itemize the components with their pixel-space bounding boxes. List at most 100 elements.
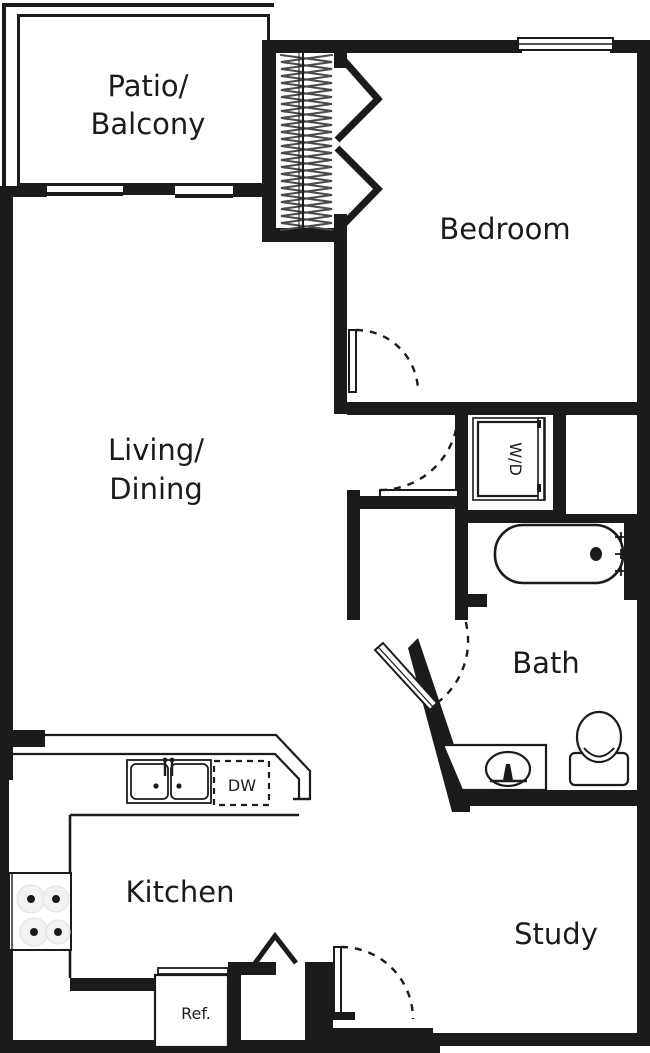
entry-closet-wall-left bbox=[228, 962, 241, 1053]
kitchen-room: DW Ref. Kitc bbox=[8, 730, 323, 1053]
drapery-zigzag-b bbox=[279, 53, 334, 232]
exterior-wall-top-right bbox=[610, 40, 650, 53]
bedroom-closet-doors[interactable] bbox=[334, 53, 383, 231]
slider-sill-bottom bbox=[262, 228, 334, 242]
patio-inner-rail-left bbox=[17, 14, 20, 186]
coat-closet-chevron bbox=[250, 931, 298, 968]
exterior-wall-left-range bbox=[0, 868, 9, 936]
patio-inner-rail-top bbox=[17, 14, 270, 17]
bath-wall-left-upper bbox=[455, 510, 468, 620]
closet-chevron-lower bbox=[334, 145, 383, 231]
bedroom-window bbox=[517, 37, 614, 51]
kitchen-counter-edge-inner bbox=[13, 752, 301, 799]
kitchen-sink-faucet bbox=[163, 762, 174, 776]
patio-railing-bar-right bbox=[175, 194, 233, 198]
slider-jamb-left bbox=[262, 40, 276, 240]
living-dining-label-line2: Dining bbox=[109, 472, 203, 506]
kitchen-sink-handle-left bbox=[162, 757, 168, 763]
patio-railing-bar-left bbox=[47, 192, 123, 196]
kitchen-sink-handle-right bbox=[169, 757, 175, 763]
dishwasher: DW bbox=[212, 759, 271, 807]
kitchen-wall-lower-left bbox=[70, 978, 155, 991]
range-cooktop bbox=[8, 872, 72, 951]
patio-label-line1: Patio/ bbox=[108, 69, 189, 103]
closet-jamb-top bbox=[334, 50, 347, 68]
laundry-door-hinge-top bbox=[537, 420, 541, 428]
burner-bottom-left-center bbox=[30, 928, 38, 936]
laundry-hall-door-panel bbox=[379, 489, 459, 498]
burner-top-right-center bbox=[52, 895, 60, 903]
kitchen-sink-drain-left bbox=[153, 783, 159, 789]
refrigerator: Ref. bbox=[153, 967, 230, 1049]
laundry-hall-door-swing-arc bbox=[379, 411, 460, 492]
bedroom-door-swing-arc bbox=[355, 328, 420, 393]
study-wall-bottom-step bbox=[333, 1028, 433, 1041]
bath-wall-stub bbox=[455, 594, 487, 607]
kitchen-wall-top-stub bbox=[13, 730, 45, 747]
study-door-threshold bbox=[333, 1012, 355, 1020]
exterior-wall-left-range-upper bbox=[0, 780, 9, 868]
study-label: Study bbox=[514, 917, 598, 951]
living-dining-label-line1: Living/ bbox=[108, 433, 204, 467]
bedroom-door-panel bbox=[348, 329, 357, 393]
kitchen-sink-basin-left bbox=[130, 763, 169, 800]
bedroom-label: Bedroom bbox=[439, 212, 570, 246]
bedroom-wall-bottom-left bbox=[347, 402, 462, 415]
study-door[interactable] bbox=[333, 945, 415, 1020]
entry-closet-wall-right bbox=[305, 962, 323, 1053]
refrigerator-label: Ref. bbox=[181, 1004, 211, 1023]
exterior-wall-right-bath bbox=[624, 520, 650, 600]
bath-door-panel-line bbox=[378, 647, 434, 708]
washer-dryer-outline bbox=[472, 417, 546, 501]
sliding-glass-door[interactable] bbox=[262, 40, 334, 242]
exterior-wall-right-lower bbox=[637, 595, 650, 1045]
bedroom-wall-left bbox=[334, 236, 347, 414]
patio-label-line2: Balcony bbox=[91, 107, 206, 141]
study-door-swing-arc bbox=[340, 945, 415, 1020]
exterior-wall-left-upper bbox=[0, 186, 13, 738]
bath-label: Bath bbox=[512, 646, 579, 680]
kitchen-label: Kitchen bbox=[126, 875, 235, 909]
laundry-hall-door[interactable] bbox=[347, 411, 467, 620]
entry-closet-wall-top-left bbox=[228, 962, 276, 975]
coat-closet-door[interactable] bbox=[250, 931, 298, 968]
bathtub-drain bbox=[590, 547, 602, 561]
kitchen-sink-drain-right bbox=[176, 783, 182, 789]
study-wall-left bbox=[323, 962, 333, 1052]
exterior-wall-right-upper bbox=[637, 40, 650, 440]
dishwasher-outline bbox=[212, 759, 271, 807]
exterior-walls bbox=[0, 40, 650, 1053]
patio-outer-rail-left bbox=[2, 3, 6, 195]
exterior-wall-left-lower bbox=[0, 936, 13, 1053]
laundry-door-hinge-bottom bbox=[537, 484, 541, 492]
patio-inner-rail-bottom bbox=[17, 183, 270, 186]
vanity-faucet bbox=[503, 764, 513, 780]
bath-door-swing-arc bbox=[436, 612, 470, 704]
hall-wall-left bbox=[347, 490, 360, 620]
patio-railing bbox=[0, 186, 274, 198]
living-dining-room: Living/ Dining bbox=[108, 433, 204, 506]
dishwasher-label: DW bbox=[228, 776, 256, 795]
patio-outer-rail-top bbox=[2, 3, 274, 7]
exterior-wall-bottom-right bbox=[428, 1033, 650, 1046]
laundry-wall-right bbox=[553, 410, 566, 522]
patio-balcony-room: Patio/ Balcony bbox=[0, 3, 274, 198]
range-burners bbox=[16, 884, 71, 947]
bath-room: Bath bbox=[455, 510, 643, 680]
bedroom-room: Bedroom bbox=[334, 212, 650, 415]
washer-dryer-label: W/D bbox=[506, 442, 525, 476]
refrigerator-door-front bbox=[157, 967, 229, 975]
bathtub-basin bbox=[493, 523, 625, 585]
kitchen-sink bbox=[126, 757, 212, 804]
exterior-wall-left-kitchen-top bbox=[0, 730, 13, 780]
toilet-seat-detail bbox=[583, 747, 615, 758]
burner-bottom-right-center bbox=[54, 928, 62, 936]
exterior-wall-right-mid bbox=[637, 440, 650, 520]
patio-railing-post-left bbox=[0, 186, 47, 197]
refrigerator-body bbox=[153, 973, 230, 1049]
bath-wall-bottom bbox=[455, 790, 650, 806]
bedroom-entry-door[interactable] bbox=[348, 328, 420, 393]
laundry-bifold-door[interactable] bbox=[537, 417, 545, 501]
